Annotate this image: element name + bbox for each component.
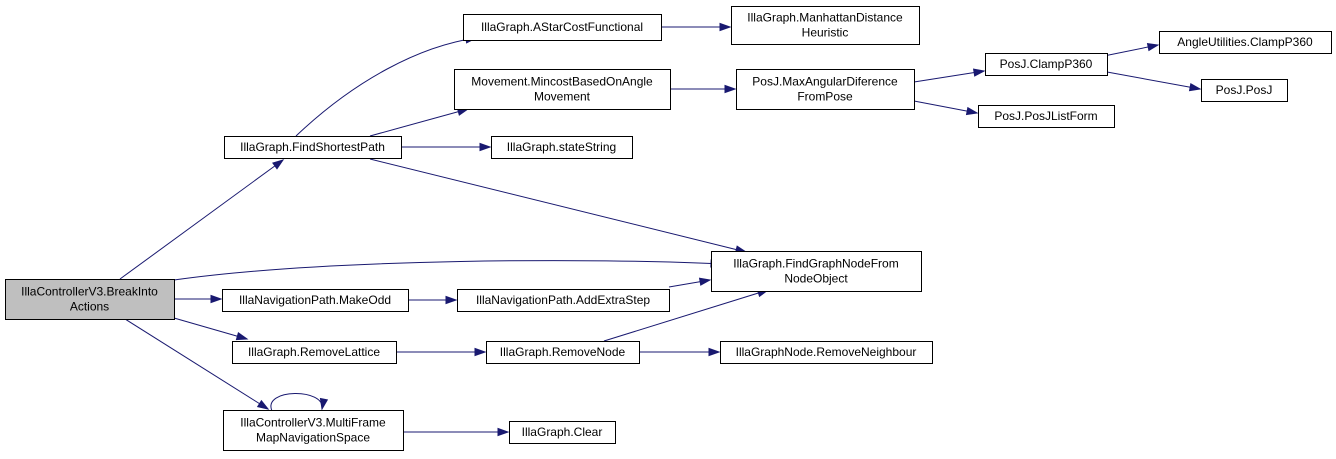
arrowhead-clampposj-to-posjposj (1188, 82, 1202, 92)
node-label-makeodd-0: IllaNavigationPath.MakeOdd (239, 293, 391, 307)
node-box-addextrastep (457, 289, 670, 312)
node-label-maxangular-1: FromPose (797, 90, 853, 104)
arrowhead-breakinto-to-makeodd (210, 294, 223, 304)
node-box-posjposj (1201, 79, 1288, 102)
node-label-removeneighbour-0: IllaGraphNode.RemoveNeighbour (736, 345, 917, 359)
node-multiframe[interactable]: IllaControllerV3.MultiFrameMapNavigation… (223, 410, 404, 451)
node-box-removeneighbour (720, 341, 933, 364)
node-clampposj[interactable]: PosJ.ClampP360 (985, 53, 1108, 76)
node-findshortest[interactable]: IllaGraph.FindShortestPath (224, 136, 402, 159)
node-box-findgraphnode (711, 251, 922, 292)
node-label-breakinto-1: Actions (70, 300, 109, 314)
node-label-findshortest-0: IllaGraph.FindShortestPath (240, 140, 385, 154)
node-label-multiframe-0: IllaControllerV3.MultiFrame (240, 416, 386, 430)
edge-findshortest-to-findgraphnode (369, 158, 747, 253)
arrowhead-removenode-to-removeneighbour (708, 347, 721, 357)
node-label-clear-0: IllaGraph.Clear (522, 425, 603, 439)
arrowhead-maxangular-to-posjlist (965, 106, 979, 116)
node-box-manhattan (731, 6, 920, 45)
node-label-breakinto-0: IllaControllerV3.BreakInto (21, 285, 158, 299)
node-label-posjlist-0: PosJ.PosJListForm (994, 109, 1097, 123)
node-label-mincost-1: Movement (534, 90, 591, 104)
edge-breakinto-to-findgraphnode (173, 260, 722, 281)
arrowhead-removelattice-to-removenode (474, 347, 487, 357)
edge-maxangular-to-posjlist (913, 100, 978, 114)
edge-findshortest-to-mincost (369, 108, 469, 137)
edge-removenode-to-findgraphnode (603, 289, 769, 342)
arrowhead-addextrastep-to-findgraphnode (698, 277, 712, 286)
node-label-multiframe-1: MapNavigationSpace (256, 431, 370, 445)
arrowhead-multiframe-to-clear (497, 427, 510, 437)
node-box-breakinto (5, 279, 175, 320)
edge-breakinto-to-removelattice (173, 317, 248, 340)
node-box-findshortest (224, 136, 402, 159)
node-astar[interactable]: IllaGraph.AStarCostFunctional (463, 14, 662, 41)
node-box-makeodd (222, 289, 409, 312)
node-label-maxangular-0: PosJ.MaxAngularDiference (752, 75, 898, 89)
node-label-findgraphnode-1: NodeObject (784, 272, 848, 286)
node-removenode[interactable]: IllaGraph.RemoveNode (486, 341, 640, 364)
node-label-angleclamp-0: AngleUtilities.ClampP360 (1177, 35, 1313, 49)
node-box-removenode (486, 341, 640, 364)
edge-maxangular-to-clampposj (913, 70, 985, 83)
edge-multiframe-to-multiframe (270, 393, 323, 412)
node-box-statestring (491, 136, 633, 159)
node-label-manhattan-0: IllaGraph.ManhattanDistance (747, 11, 903, 25)
arrowhead-makeodd-to-addextrastep (445, 295, 458, 305)
arrowhead-mincost-to-maxangular (724, 84, 737, 94)
node-label-clampposj-0: PosJ.ClampP360 (1000, 57, 1093, 71)
node-label-findgraphnode-0: IllaGraph.FindGraphNodeFrom (733, 257, 898, 271)
node-box-mincost (454, 69, 671, 110)
node-statestring[interactable]: IllaGraph.stateString (491, 136, 633, 159)
node-box-angleclamp (1159, 31, 1332, 54)
edge-findshortest-to-astar (295, 37, 477, 137)
node-removelattice[interactable]: IllaGraph.RemoveLattice (232, 341, 397, 364)
node-label-removelattice-0: IllaGraph.RemoveLattice (248, 345, 380, 359)
node-label-astar-0: IllaGraph.AStarCostFunctional (481, 20, 643, 34)
arrowhead-findshortest-to-statestring (479, 142, 492, 152)
node-box-posjlist (978, 105, 1115, 128)
node-box-multiframe (223, 410, 404, 451)
node-label-statestring-0: IllaGraph.stateString (507, 140, 616, 154)
node-label-mincost-0: Movement.MincostBasedOnAngle (471, 75, 653, 89)
node-angleclamp[interactable]: AngleUtilities.ClampP360 (1159, 31, 1332, 54)
node-label-manhattan-1: Heuristic (802, 26, 849, 40)
edge-clampposj-to-posjposj (1106, 71, 1201, 90)
node-label-posjposj-0: PosJ.PosJ (1216, 83, 1273, 97)
edge-breakinto-to-findshortest (119, 159, 284, 280)
node-label-removenode-0: IllaGraph.RemoveNode (500, 345, 626, 359)
arrowhead-breakinto-to-multiframe (256, 399, 270, 410)
arrowhead-breakinto-to-removelattice (235, 332, 249, 341)
node-posjposj[interactable]: PosJ.PosJ (1201, 79, 1288, 102)
node-box-clampposj (985, 53, 1108, 76)
nodes-layer: IllaControllerV3.BreakIntoActionsIllaGra… (5, 6, 1332, 451)
node-box-removelattice (232, 341, 397, 364)
node-clear[interactable]: IllaGraph.Clear (509, 421, 616, 444)
arrowhead-breakinto-to-findshortest (272, 159, 285, 170)
arrowhead-multiframe-to-multiframe (319, 397, 329, 411)
node-makeodd[interactable]: IllaNavigationPath.MakeOdd (222, 289, 409, 312)
node-box-maxangular (736, 69, 915, 110)
node-addextrastep[interactable]: IllaNavigationPath.AddExtraStep (457, 289, 670, 312)
node-posjlist[interactable]: PosJ.PosJListForm (978, 105, 1115, 128)
arrowhead-astar-to-manhattan (719, 22, 732, 32)
node-label-addextrastep-0: IllaNavigationPath.AddExtraStep (476, 293, 650, 307)
arrowhead-maxangular-to-clampposj (972, 68, 986, 77)
edge-breakinto-to-multiframe (124, 318, 269, 410)
arrowhead-clampposj-to-angleclamp (1146, 42, 1160, 52)
node-box-astar (463, 14, 662, 41)
node-box-clear (509, 421, 616, 444)
node-removeneighbour[interactable]: IllaGraphNode.RemoveNeighbour (720, 341, 933, 364)
